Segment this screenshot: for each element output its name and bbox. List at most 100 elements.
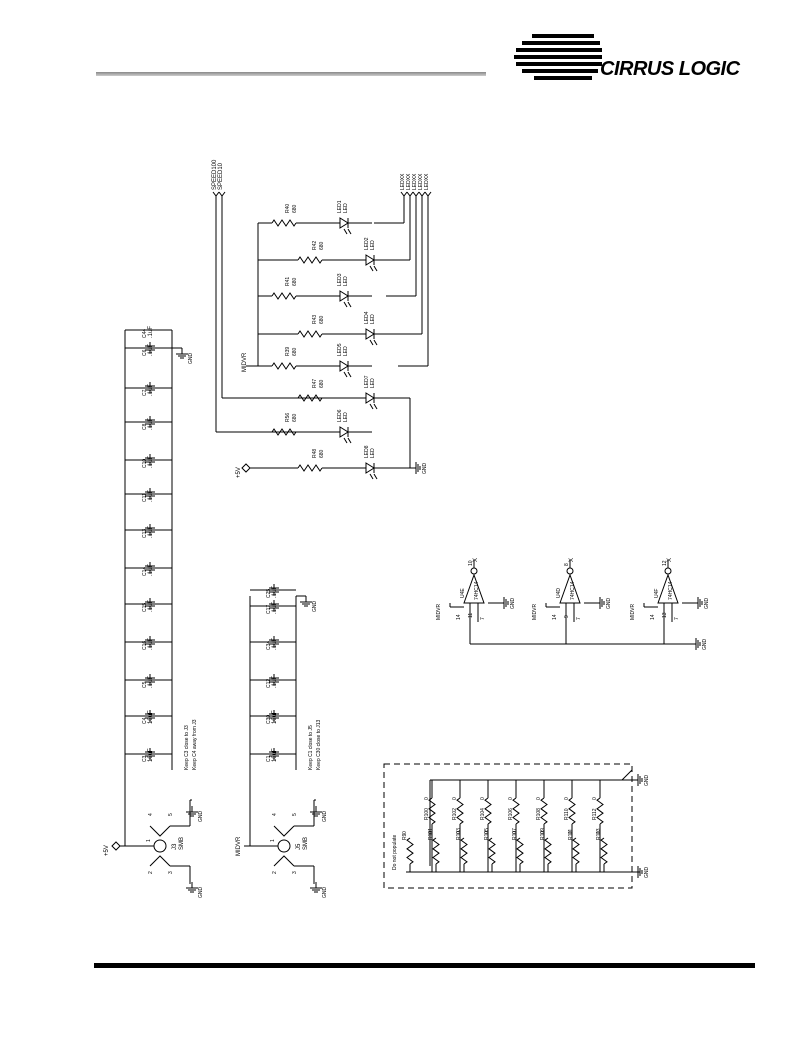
pin: 5	[292, 813, 298, 816]
net-midvr: MIDVR	[436, 604, 442, 621]
cap-val: .1uF	[272, 676, 278, 688]
res-ref: R105	[484, 828, 490, 840]
cap-val: .1uF	[148, 490, 154, 502]
inverter-ref: U4D	[556, 588, 562, 598]
gnd-inv: GND	[606, 598, 612, 610]
cap-val: .1uF	[148, 384, 154, 396]
pin: 13	[662, 612, 668, 618]
p5v-port-j3	[111, 841, 121, 851]
note-top-0: Keep C3 close to J3	[184, 725, 190, 770]
res-ref: R100	[424, 808, 430, 820]
led-LED5	[339, 360, 349, 372]
res-ref: R108	[536, 808, 542, 820]
res-R106	[512, 797, 520, 825]
cap-val: .1uF	[148, 326, 154, 338]
net-speed100: SPEED100	[212, 159, 218, 190]
cap-val: .1uF	[272, 602, 278, 614]
res-R112	[596, 797, 604, 825]
cirrus-logic-logo-icon	[514, 34, 602, 80]
nc-mark: X	[473, 558, 479, 562]
smb-J5	[273, 825, 295, 867]
inverter-U4D	[559, 573, 581, 604]
led-ray	[347, 437, 352, 444]
inverter-U4F	[657, 573, 679, 604]
pin: 7	[674, 617, 680, 620]
led-ref: LED6	[337, 409, 343, 422]
led-val: LED	[343, 346, 349, 356]
pin: 9	[564, 615, 570, 618]
wire	[221, 191, 226, 197]
led-ref: LED7	[364, 375, 370, 388]
net-led-0: LEDXX	[400, 173, 406, 190]
res-ref: R106	[508, 808, 514, 820]
cap-ref: C10	[142, 459, 148, 468]
res-val: 0	[536, 797, 542, 800]
pin: 5	[168, 813, 174, 816]
res-R48	[297, 464, 323, 472]
led-val: LED	[370, 314, 376, 324]
pin: 2	[272, 871, 278, 874]
res-ref: R56	[285, 413, 291, 422]
led-ref: LED8	[364, 445, 370, 458]
led-LED8	[365, 462, 375, 474]
cap-ref: C13	[142, 529, 148, 538]
res-val: 680	[292, 413, 298, 422]
res-R40	[271, 219, 297, 227]
res-val: 0	[424, 797, 430, 800]
pin: 7	[576, 617, 582, 620]
res-R103	[460, 837, 468, 865]
res-R113	[600, 837, 608, 865]
pin: 4	[148, 813, 154, 816]
cap-ref: C7	[142, 389, 148, 396]
gnd-dnp-top: GND	[644, 775, 650, 787]
cap-ref: C25	[266, 589, 272, 598]
led-LED1	[339, 217, 349, 229]
res-ref: R103	[456, 828, 462, 840]
led-ray	[369, 339, 374, 346]
cap-val: .1uF	[148, 564, 154, 576]
res-ref: R110	[564, 808, 570, 820]
led-ref: LED4	[364, 311, 370, 324]
gnd-smb: GND	[198, 887, 204, 899]
cap-val: .1uF	[148, 676, 154, 688]
res-R102	[456, 797, 464, 825]
inverter-ref: U4F	[654, 589, 660, 598]
cap-val: 10uF	[148, 710, 154, 724]
p5v-port	[241, 463, 251, 473]
inverter-U4E	[463, 573, 485, 604]
led-ray	[369, 403, 374, 410]
res-val: 680	[292, 204, 298, 213]
res-R39	[271, 362, 297, 370]
res-ref: R9	[402, 833, 408, 840]
res-ref: R40	[285, 204, 291, 213]
cap-val: .1uF	[148, 600, 154, 612]
inverter-bubble	[566, 567, 574, 575]
gnd-inv: GND	[510, 598, 516, 610]
gnd-inv: GND	[704, 598, 710, 610]
cap-ref: C30	[266, 715, 272, 724]
wire	[427, 191, 432, 197]
inverter-ref: U4E	[460, 588, 466, 598]
gnd-smb: GND	[322, 887, 328, 899]
gnd-captop: GND	[188, 353, 194, 365]
res-val: 0	[484, 831, 490, 834]
res-ref: R42	[312, 241, 318, 250]
nc-mark: X	[569, 558, 575, 562]
net-midvr: MIDVR	[236, 836, 242, 856]
res-R41	[271, 292, 297, 300]
led-ray	[347, 301, 352, 308]
res-ref: R107	[512, 828, 518, 840]
res-ref: R48	[312, 449, 318, 458]
led-ray	[373, 473, 378, 480]
res-R108	[540, 797, 548, 825]
res-val: 0	[402, 831, 408, 834]
led-LED2	[365, 254, 375, 266]
res-R109	[544, 837, 552, 865]
res-ref: R102	[452, 808, 458, 820]
header-rule	[96, 72, 486, 76]
net-midvr: MIDVR	[532, 604, 538, 621]
res-R100	[428, 797, 436, 825]
cap-val: .1uF	[272, 638, 278, 650]
net-led-2: LEDXX	[412, 173, 418, 190]
inverter-bubble	[470, 567, 478, 575]
